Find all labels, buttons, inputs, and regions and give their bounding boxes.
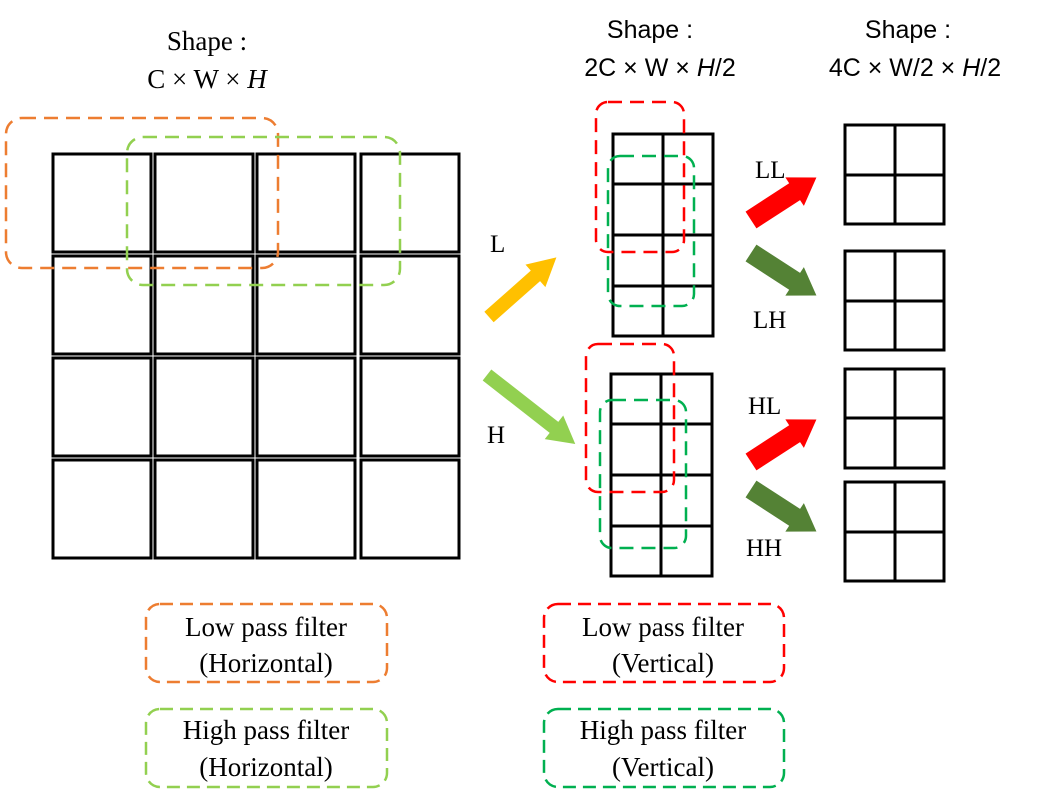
input-shape-title: Shape : <box>167 26 247 56</box>
level2-dims-prefix: 4C × W/2 × <box>829 54 962 82</box>
high-branch-label: H <box>487 422 505 449</box>
legend-box-border <box>144 602 389 684</box>
hh-grid <box>843 480 946 583</box>
input-cell <box>51 152 153 254</box>
legend-box-border <box>542 602 786 684</box>
low-pass-horizontal-window <box>4 116 280 270</box>
high-pass-vertical-window <box>606 154 696 308</box>
legend-text-line2: (Horizontal) <box>199 648 332 678</box>
ll-grid <box>843 123 946 226</box>
legend-high-pass-horizontal: High pass filter (Horizontal) <box>144 707 389 789</box>
lh-arrow <box>745 244 817 296</box>
low-pass-vertical-window <box>584 342 676 494</box>
legend-text-line2: (Vertical) <box>612 648 714 678</box>
input-cell <box>255 254 357 356</box>
ll-arrow <box>745 177 817 229</box>
legend-text-line1: Low pass filter <box>185 612 347 642</box>
lh-label: LH <box>753 307 786 334</box>
level1-dims-h: H <box>697 54 716 82</box>
legend-low-pass-horizontal: Low pass filter (Horizontal) <box>144 602 389 684</box>
input-cell <box>359 254 461 356</box>
hl-label: HL <box>748 393 781 420</box>
level1-shape-title: Shape : <box>607 16 693 44</box>
hh-label: HH <box>746 535 782 562</box>
low-branch-arrow <box>484 257 557 323</box>
input-dims-h: H <box>246 64 268 94</box>
input-cell <box>359 356 461 458</box>
input-grid <box>51 152 461 560</box>
hl-grid <box>843 367 946 470</box>
level1-shape-dims: 2C × W × H/2 <box>584 54 735 82</box>
legend-text-line2: (Horizontal) <box>199 752 332 782</box>
legend-box-border <box>144 707 389 789</box>
legend-low-pass-vertical: Low pass filter (Vertical) <box>542 602 786 684</box>
lh-grid <box>843 249 946 352</box>
ll-label: LL <box>755 157 786 184</box>
level2-shape-title: Shape : <box>865 16 951 44</box>
input-shape-dims: C × W × H <box>147 64 268 94</box>
input-cell <box>255 458 357 560</box>
high-branch-arrow <box>482 369 576 444</box>
input-cell <box>51 356 153 458</box>
input-cell <box>51 458 153 560</box>
input-cell <box>153 458 255 560</box>
input-cell <box>153 152 255 254</box>
legend-text-line2: (Vertical) <box>612 752 714 782</box>
input-dims-prefix: C × W × <box>147 64 247 94</box>
level2-dims-suffix: /2 <box>980 54 1001 82</box>
high-pass-vertical-window <box>598 398 688 550</box>
input-cell <box>359 152 461 254</box>
level1-dims-prefix: 2C × W × <box>584 54 697 82</box>
level1-dims-suffix: /2 <box>715 54 736 82</box>
level1-high-grid <box>609 372 714 578</box>
input-cell <box>255 152 357 254</box>
input-cell <box>153 356 255 458</box>
input-cell <box>51 254 153 356</box>
low-pass-vertical-window <box>594 100 686 254</box>
input-cell <box>359 458 461 560</box>
legend-high-pass-vertical: High pass filter (Vertical) <box>542 707 786 789</box>
level2-shape-dims: 4C × W/2 × H/2 <box>829 54 1001 82</box>
legend-box-border <box>542 707 786 789</box>
level1-low-grid <box>611 132 715 338</box>
legend-text-line1: Low pass filter <box>582 612 744 642</box>
legend-text-line1: High pass filter <box>580 715 746 745</box>
high-pass-horizontal-window <box>125 135 402 287</box>
low-branch-label: L <box>490 231 505 258</box>
hh-arrow <box>745 480 817 532</box>
input-cell <box>153 254 255 356</box>
level2-dims-h: H <box>962 54 981 82</box>
legend-text-line1: High pass filter <box>183 715 349 745</box>
input-cell <box>255 356 357 458</box>
hl-arrow <box>745 419 817 471</box>
